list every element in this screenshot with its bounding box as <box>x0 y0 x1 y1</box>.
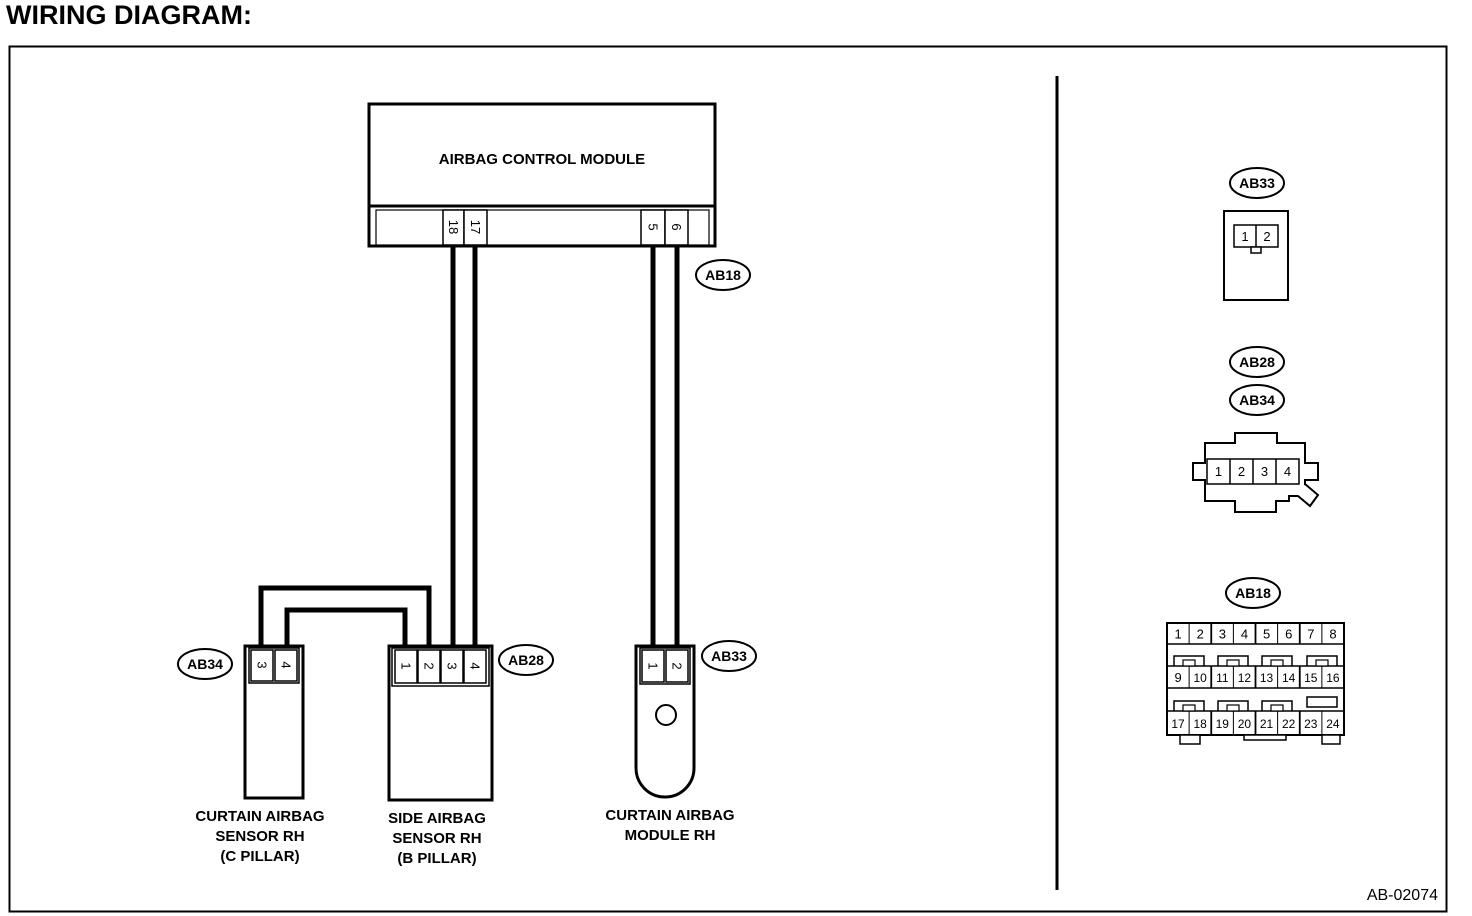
connector-view-ab18-pin: 4 <box>1241 627 1248 642</box>
connector-view-ab33-tag: AB33 <box>1239 175 1275 191</box>
side-sensor-pin-label: 2 <box>422 662 437 669</box>
side-sensor-pin-cell <box>417 649 441 684</box>
curtain-module-pin-cell <box>641 649 665 683</box>
curtain-sensor-label-line: CURTAIN AIRBAG <box>195 808 324 825</box>
connector-view-ab18-pin: 2 <box>1197 627 1204 642</box>
connector-view-ab18-pin: 22 <box>1282 717 1296 731</box>
ab28-tag: AB28 <box>498 644 554 676</box>
connector-view-ab18-pin: 23 <box>1304 717 1318 731</box>
page-title: WIRING DIAGRAM: <box>6 0 252 30</box>
connector-view-ab18-pin: 21 <box>1260 717 1274 731</box>
ab33-tag-label: AB33 <box>711 648 747 664</box>
side-sensor-label-line: (B PILLAR) <box>397 850 476 867</box>
acm-pin-cell <box>664 209 689 246</box>
connector-view-ab28-pin: 3 <box>1261 464 1268 479</box>
side-sensor-pin-label: 3 <box>445 662 460 669</box>
airbag-control-module: AIRBAG CONTROL MODULE 18 17 5 6 <box>367 102 717 248</box>
connector-view-ab18-pin: 12 <box>1238 671 1252 685</box>
acm-pin-label: 5 <box>646 223 661 230</box>
ab34-tag: AB34 <box>177 648 233 680</box>
side-sensor-pin-label: 1 <box>399 662 414 669</box>
ab34-tag-label: AB34 <box>187 656 223 672</box>
connector-view-ab18-pin: 7 <box>1307 627 1314 642</box>
connector-view-ab28-pin: 1 <box>1215 464 1222 479</box>
acm-pin-label: 17 <box>468 220 483 234</box>
connector-view-ab18-pin: 16 <box>1326 671 1340 685</box>
connector-view-ab18-pin: 6 <box>1285 627 1292 642</box>
connector-view-ab18-pin: 11 <box>1216 671 1229 685</box>
ab18-tag: AB18 <box>695 259 751 291</box>
connector-view-ab18-pin: 1 <box>1174 627 1181 642</box>
curtain-airbag-module: 1 2 CURTAIN AIRBAG MODULE RH <box>605 644 735 844</box>
side-sensor-pin-cell <box>463 649 487 684</box>
connector-view-ab18-pin: 24 <box>1326 717 1340 731</box>
curtain-sensor-pin-label: 4 <box>279 661 294 668</box>
connector-view-ab33-pin: 2 <box>1263 229 1270 244</box>
connector-view-ab28-pin: 4 <box>1284 464 1291 479</box>
connector-view-ab18-pin: 18 <box>1194 717 1208 731</box>
acm-pin-label: 6 <box>669 223 684 230</box>
curtain-module-mount-hole <box>655 704 677 726</box>
curtain-airbag-sensor: 3 4 CURTAIN AIRBAG SENSOR RH (C PILLAR) <box>195 644 325 865</box>
connector-view-ab18-pin: 17 <box>1171 717 1185 731</box>
wire-curtain-sensor4-side-sensor1 <box>284 607 408 648</box>
side-airbag-sensor: 1 2 3 4 SIDE AIRBAG SENSOR RH (B PILLAR) <box>387 644 494 867</box>
connector-view-ab33: AB33 1 2 <box>1223 167 1289 301</box>
connector-view-ab28-ab34: AB28 AB34 1 2 3 4 <box>1192 346 1320 513</box>
acm-label: AIRBAG CONTROL MODULE <box>439 151 645 168</box>
connector-view-ab18-pin: 8 <box>1329 627 1336 642</box>
curtain-module-pin-cell <box>665 649 689 683</box>
acm-pin-label: 18 <box>446 220 461 234</box>
ab33-tag: AB33 <box>701 640 757 672</box>
curtain-module-pin-label: 2 <box>670 662 685 669</box>
connector-view-ab18-pin: 5 <box>1263 627 1270 642</box>
connector-view-ab18-pin: 14 <box>1282 671 1296 685</box>
curtain-module-pin-label: 1 <box>646 662 661 669</box>
wire-curtain-sensor3-side-sensor2 <box>258 585 432 648</box>
side-sensor-pin-cell <box>440 649 464 684</box>
connector-view-ab28-pin: 2 <box>1238 464 1245 479</box>
connector-view-ab18-pin: 19 <box>1216 717 1230 731</box>
diagram-frame <box>8 45 1448 913</box>
curtain-sensor-pin-cell <box>274 649 298 682</box>
wires <box>258 246 680 648</box>
figure-code: AB-02074 <box>1367 887 1438 904</box>
connector-view-ab34-tag: AB34 <box>1239 392 1275 408</box>
connector-view-ab18-pin: 20 <box>1238 717 1252 731</box>
ab28-tag-label: AB28 <box>508 652 544 668</box>
connector-view-ab18-tag: AB18 <box>1235 585 1271 601</box>
connector-view-ab18-pin: 10 <box>1194 671 1208 685</box>
side-sensor-pin-cell <box>394 649 418 684</box>
curtain-sensor-label-line: (C PILLAR) <box>220 848 299 865</box>
side-sensor-label-line: SENSOR RH <box>392 830 481 847</box>
connector-view-ab18-pin: 15 <box>1304 671 1318 685</box>
connector-view-ab28-tag: AB28 <box>1239 354 1275 370</box>
curtain-module-label-line: CURTAIN AIRBAG <box>605 807 734 824</box>
side-sensor-pin-label: 4 <box>468 662 483 669</box>
side-sensor-label-line: SIDE AIRBAG <box>388 810 486 827</box>
connector-view-ab18-pin: 13 <box>1260 671 1274 685</box>
ab18-tag-label: AB18 <box>705 267 741 283</box>
connector-view-ab18-pin: 3 <box>1219 627 1226 642</box>
connector-view-ab18-pin: 9 <box>1174 670 1181 685</box>
curtain-sensor-label-line: SENSOR RH <box>215 828 304 845</box>
connector-view-ab33-pin: 1 <box>1241 229 1248 244</box>
curtain-sensor-pin-label: 3 <box>255 661 270 668</box>
acm-body <box>367 102 717 208</box>
curtain-sensor-pin-cell <box>250 649 274 682</box>
acm-connector-inner <box>375 209 710 246</box>
curtain-module-label-line: MODULE RH <box>625 827 716 844</box>
acm-pin-cell <box>463 209 488 246</box>
